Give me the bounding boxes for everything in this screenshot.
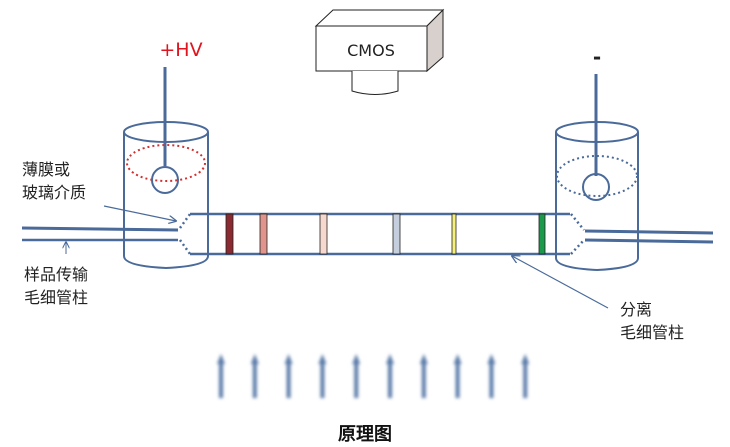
light-arrow-icon: [250, 354, 259, 398]
camera-front: [315, 25, 428, 72]
camera-label: CMOS: [347, 41, 395, 60]
light-arrow-icon: [284, 354, 293, 398]
separation-label-line2: 毛细管柱: [620, 323, 684, 342]
band-yellow: [451, 213, 457, 255]
negative-electrode-label: -: [593, 45, 601, 69]
camera-lens: [351, 71, 399, 95]
light-arrow-icon: [521, 354, 530, 398]
separation-capillary: [190, 212, 714, 256]
negative-reservoir: -: [555, 45, 639, 272]
positive-field-ring: [126, 144, 206, 182]
sample-label-line2: 毛细管柱: [24, 288, 88, 307]
illumination-arrows: [217, 354, 530, 398]
light-arrow-icon: [386, 354, 394, 398]
light-arrow-icon: [419, 354, 428, 398]
membrane-label-line2: 玻璃介质: [22, 183, 86, 202]
light-arrow-icon: [487, 354, 496, 398]
separation-annotation: 分离 毛细管柱: [512, 256, 684, 342]
band-light-pink: [319, 213, 328, 255]
positive-electrode-ball: [151, 166, 179, 194]
light-arrow-icon: [217, 354, 225, 398]
sample-capillary: [21, 213, 192, 255]
band-green: [538, 213, 546, 255]
membrane-pointer-arrow: [103, 205, 176, 221]
separation-label-line1: 分离: [620, 300, 652, 319]
positive-electrode-label: +HV: [159, 39, 202, 61]
cmos-camera: CMOS: [314, 8, 445, 95]
negative-field-ring: [556, 155, 638, 197]
membrane-label-line1: 薄膜或: [22, 160, 70, 179]
band-salmon: [259, 213, 268, 255]
band-dark-red: [225, 213, 234, 255]
band-light-blue: [392, 213, 401, 255]
light-arrow-icon: [352, 354, 361, 398]
diagram-title: 原理图: [338, 424, 392, 445]
membrane-annotation: 薄膜或 玻璃介质: [22, 160, 176, 221]
negative-electrode-ball: [582, 173, 610, 201]
camera-top: [314, 9, 445, 27]
sample-label-line1: 样品传输: [24, 265, 88, 284]
sample-annotation: 样品传输 毛细管柱: [24, 242, 88, 307]
light-arrow-icon: [453, 354, 462, 398]
positive-reservoir: +HV: [123, 39, 209, 270]
light-arrow-icon: [318, 354, 327, 398]
separation-pointer-arrow: [512, 256, 609, 309]
